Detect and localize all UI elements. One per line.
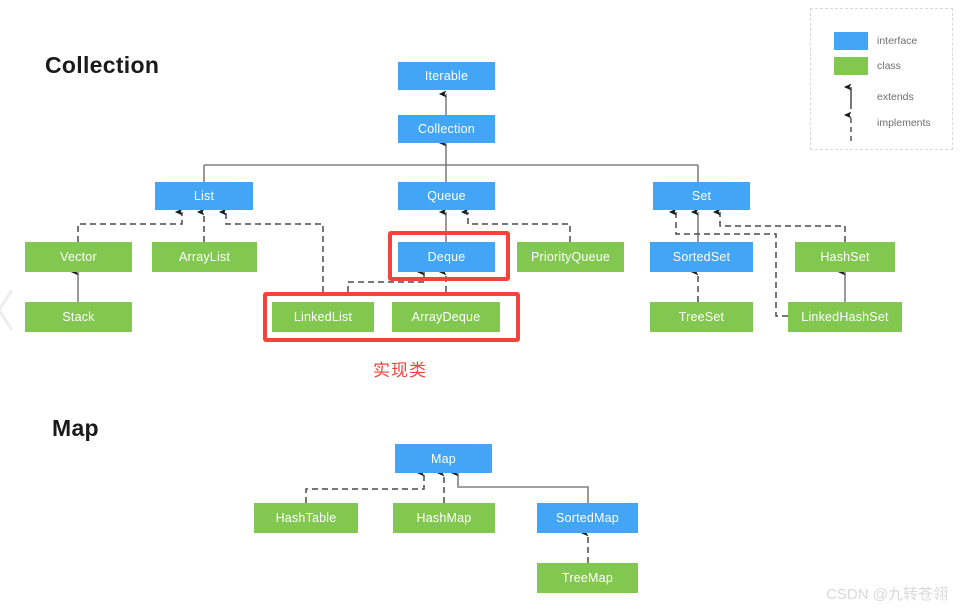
node-label: Stack xyxy=(62,310,95,324)
node-hashtable[interactable]: HashTable xyxy=(254,503,358,533)
legend-solid-arrow-icon xyxy=(843,83,852,109)
node-label: SortedMap xyxy=(556,511,619,525)
node-label: ArrayDeque xyxy=(411,310,481,324)
node-treeset[interactable]: TreeSet xyxy=(650,302,753,332)
highlight-box-deque xyxy=(388,231,510,281)
node-list[interactable]: List xyxy=(155,182,253,210)
node-label: Queue xyxy=(427,189,466,203)
node-label: HashSet xyxy=(820,250,870,264)
legend-label-class: class xyxy=(877,60,901,72)
node-map[interactable]: Map xyxy=(395,444,492,473)
node-label: Map xyxy=(431,451,456,466)
node-label: LinkedList xyxy=(293,310,353,324)
legend-label-interface: interface xyxy=(877,35,918,47)
node-sortedset[interactable]: SortedSet xyxy=(650,242,753,272)
section-title-collection: Collection xyxy=(45,52,160,78)
legend-label-extends: extends xyxy=(877,91,914,103)
node-label: TreeMap xyxy=(562,571,613,585)
node-hashset[interactable]: HashSet xyxy=(795,242,895,272)
node-label: PriorityQueue xyxy=(530,250,611,264)
node-label: Vector xyxy=(60,250,97,264)
legend-swatch-interface xyxy=(834,32,868,50)
node-arraylist[interactable]: ArrayList xyxy=(152,242,257,272)
legend-swatch-class xyxy=(834,57,868,75)
edge-hashtable-implements-map xyxy=(305,469,425,503)
node-label: SortedSet xyxy=(672,250,731,264)
node-vector[interactable]: Vector xyxy=(25,242,132,272)
edge-vector-implements-list xyxy=(77,208,183,242)
watermark-text: CSDN @九转苍翎 xyxy=(826,586,948,603)
node-treemap[interactable]: TreeMap xyxy=(537,563,638,593)
legend-dashed-arrow-icon xyxy=(843,111,852,141)
node-linkedhashset[interactable]: LinkedHashSet xyxy=(788,302,902,332)
node-label: LinkedHashSet xyxy=(801,310,889,324)
node-deque[interactable]: Deque xyxy=(398,242,495,272)
node-label: Set xyxy=(691,189,712,203)
node-hashmap[interactable]: HashMap xyxy=(393,503,495,533)
node-set[interactable]: Set xyxy=(653,182,750,210)
node-label: Iterable xyxy=(424,69,469,83)
section-title-map: Map xyxy=(52,415,99,441)
edge-sortedmap-extends-map xyxy=(450,469,589,503)
node-priorityqueue[interactable]: PriorityQueue xyxy=(517,242,624,272)
node-linkedlist[interactable]: LinkedList xyxy=(272,302,374,332)
legend-label-implements: implements xyxy=(877,117,931,129)
edge-hashset-implements-set xyxy=(712,208,846,242)
node-label: TreeSet xyxy=(678,310,725,324)
node-label: HashMap xyxy=(416,511,472,525)
node-collection[interactable]: Collection xyxy=(398,115,495,143)
annotation-implementation-classes: 实现类 xyxy=(373,361,427,380)
highlight-box-implementations xyxy=(263,292,520,342)
node-label: ArrayList xyxy=(178,250,231,264)
node-label: Collection xyxy=(418,122,475,136)
node-arraydeque[interactable]: ArrayDeque xyxy=(392,302,500,332)
node-queue[interactable]: Queue xyxy=(398,182,495,210)
node-label: List xyxy=(193,189,215,203)
node-label: Deque xyxy=(427,250,466,264)
page-edge-chevron-icon xyxy=(0,289,14,331)
node-label: HashTable xyxy=(275,511,337,525)
node-stack[interactable]: Stack xyxy=(25,302,132,332)
node-sortedmap[interactable]: SortedMap xyxy=(537,503,638,533)
legend-panel: interface class extends implements xyxy=(810,8,953,150)
node-iterable[interactable]: Iterable xyxy=(398,62,495,90)
